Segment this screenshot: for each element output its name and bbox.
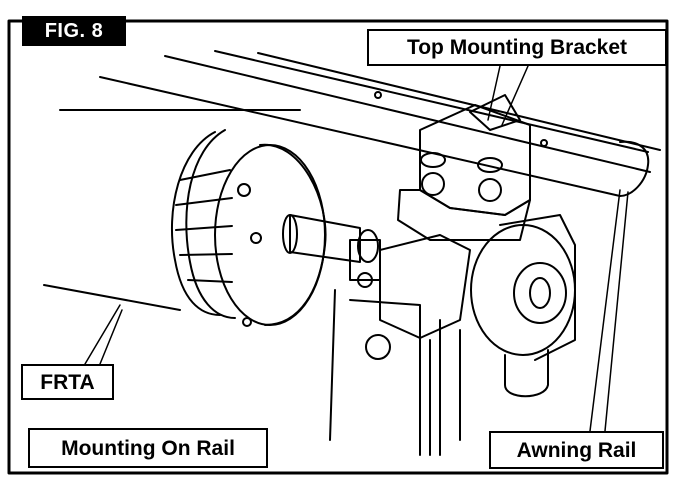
top-mounting-bracket-label: Top Mounting Bracket — [367, 29, 667, 66]
frta-roller-tube — [43, 109, 301, 319]
figure-frame — [7, 19, 669, 475]
top-mounting-bracket — [397, 94, 531, 241]
drive-shaft — [282, 214, 381, 288]
callout-leaders — [84, 65, 629, 432]
awning-rail-label: Awning Rail — [489, 431, 664, 469]
figure-number-badge: FIG. 8 — [22, 16, 126, 46]
frta-label: FRTA — [21, 364, 114, 400]
end-cap — [214, 143, 327, 327]
mounting-on-rail-label: Mounting On Rail — [28, 428, 268, 468]
motor-housing — [329, 214, 576, 456]
awning-rail — [99, 50, 661, 197]
